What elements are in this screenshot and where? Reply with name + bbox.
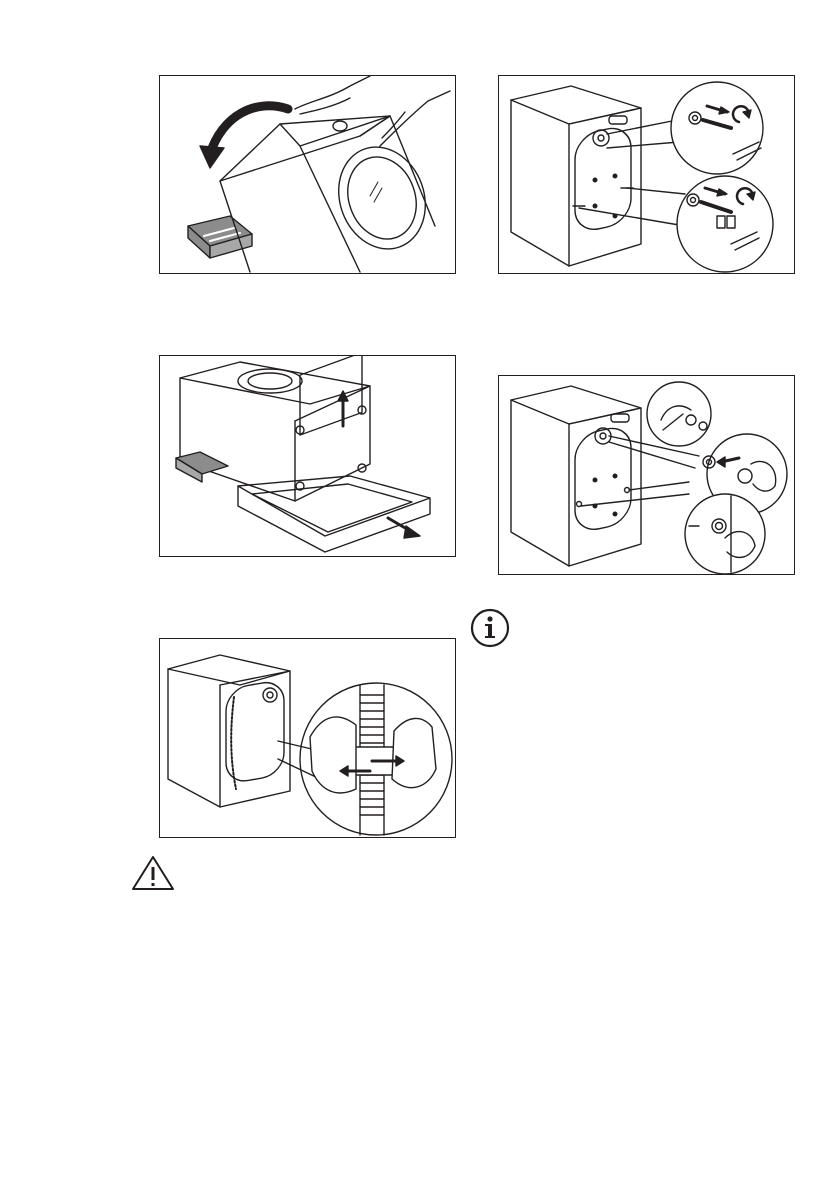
warning-triangle-icon [131, 855, 175, 891]
fig-tilt-machine [159, 75, 456, 274]
fig-insert-caps [498, 375, 795, 575]
fig-remove-base [159, 355, 456, 557]
info-circle-icon [470, 608, 510, 648]
fig-hose-clip [159, 638, 456, 838]
fig-remove-bolts [498, 75, 795, 274]
